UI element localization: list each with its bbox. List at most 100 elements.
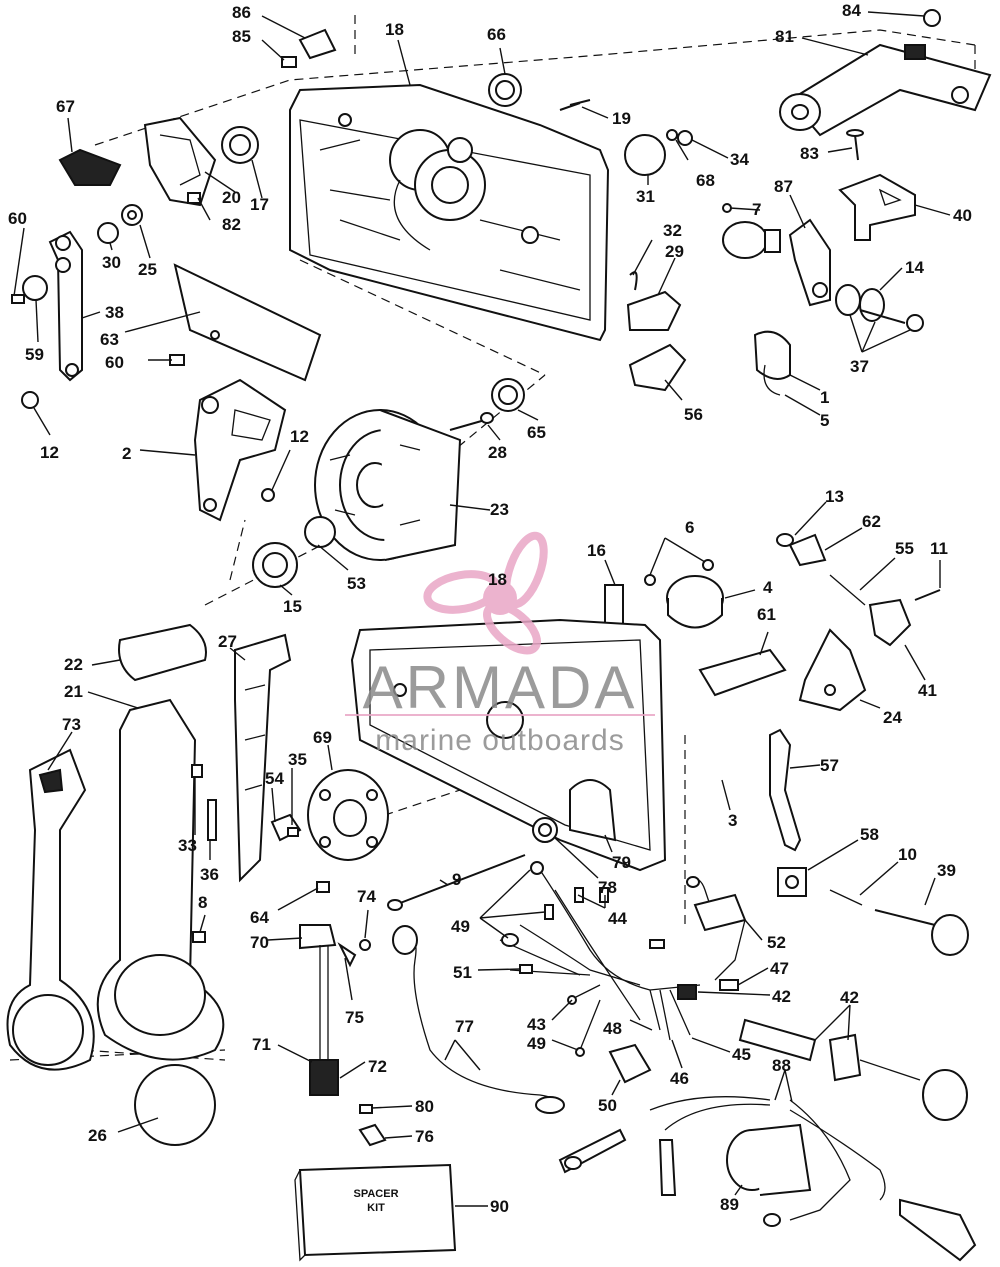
callout-label: 90 [490,1197,509,1216]
callout-label: 70 [250,933,269,952]
callout-label: 7 [752,200,761,219]
callout-label: 48 [603,1019,622,1038]
callout-label: 69 [313,728,332,747]
callout-label: 3 [728,811,737,830]
callout-label: 56 [684,405,703,424]
callout-label: 20 [222,188,241,207]
callout-label: 58 [860,825,879,844]
callout-label: 8 [198,893,207,912]
callout-label: 86 [232,3,251,22]
callout-label: 77 [455,1017,474,1036]
callout-label: 9 [452,870,461,889]
callout-label: 23 [490,500,509,519]
callout-label: 49 [451,917,470,936]
callout-label: 85 [232,27,251,46]
callout-label: 44 [608,909,627,928]
callout-label: 61 [757,605,776,624]
callout-label: 2 [122,444,131,463]
armada-watermark: ARMADA marine outboards [345,531,655,757]
callout-label: 57 [820,756,839,775]
callout-label: 54 [265,769,284,788]
callout-label: 83 [800,144,819,163]
callout-label: 74 [357,887,376,906]
right-parts-mid [626,203,924,396]
callout-label: 87 [774,177,793,196]
callout-label: 15 [283,597,302,616]
callout-label: 50 [598,1096,617,1115]
bolt-and-cables [387,854,565,1114]
cam-assembly-23 [252,378,525,588]
callout-label: 4 [763,578,773,597]
callout-label: 81 [775,27,794,46]
upper-housing-part [289,83,610,342]
callout-label: 6 [685,518,694,537]
callout-label: 37 [850,357,869,376]
callout-label: 51 [453,963,472,982]
callout-label: 64 [250,908,269,927]
watermark-brand-name: ARMADA [363,654,638,721]
callout-label: 17 [250,195,269,214]
callout-label: 42 [840,988,859,1007]
right-parts-bottom [558,728,977,1262]
switch-52-part [686,876,747,981]
callout-label: 21 [64,682,83,701]
callout-label: 75 [345,1008,364,1027]
callout-label: 73 [62,715,81,734]
callout-label: 84 [842,1,861,20]
callout-label: 22 [64,655,83,674]
callout-label: 68 [696,171,715,190]
callout-label: 25 [138,260,157,279]
callout-label: 82 [222,215,241,234]
callout-label: 53 [347,574,366,593]
callout-label: 78 [598,878,617,897]
callout-label: 19 [612,109,631,128]
lever-arm-81-part [779,9,992,137]
callout-label: 63 [100,330,119,349]
callout-label: 60 [8,209,27,228]
callout-label: 12 [40,443,59,462]
callout-label: 12 [290,427,309,446]
callout-label: 80 [415,1097,434,1116]
spacer-kit-label-line1: SPACER [353,1188,398,1200]
propeller-logo-icon [423,531,548,655]
callout-label: 66 [487,25,506,44]
callout-label: 33 [178,836,197,855]
bracket-40-part [838,173,916,241]
callout-label: 36 [200,865,219,884]
callout-label: 18 [488,570,507,589]
callout-label: 34 [730,150,749,169]
small-parts-top [281,28,864,176]
callout-label: 1 [820,388,829,407]
wiring-harness [499,861,739,1057]
callout-label: 88 [772,1056,791,1075]
callout-label: 43 [527,1015,546,1034]
callout-numbers: 86 85 18 66 84 81 67 19 34 68 83 17 20 3… [8,1,972,1216]
callout-label: 11 [930,539,948,558]
callout-label: 89 [720,1195,739,1214]
callout-label: 5 [820,411,829,430]
leader-lines [13,11,951,1207]
callout-label: 65 [527,423,546,442]
callout-label: 55 [895,539,914,558]
callout-label: 13 [825,487,844,506]
callout-label: 39 [937,861,956,880]
callout-label: 26 [88,1126,107,1145]
left-parts-upper [11,116,322,522]
callout-label: 71 [252,1035,271,1054]
callout-label: 45 [732,1045,751,1064]
callout-label: 27 [218,632,237,651]
callout-label: 41 [918,681,937,700]
callout-label: 28 [488,443,507,462]
callout-label: 59 [25,345,44,364]
callout-label: 47 [770,959,789,978]
spacer-kit-label-line2: KIT [367,1202,385,1214]
callout-label: 32 [663,221,682,240]
watermark-tagline: marine outboards [375,724,624,757]
callout-label: 40 [953,206,972,225]
callout-label: 24 [883,708,902,727]
callout-label: 46 [670,1069,689,1088]
callout-label: 38 [105,303,124,322]
callout-label: 42 [772,987,791,1006]
callout-label: 79 [612,853,631,872]
